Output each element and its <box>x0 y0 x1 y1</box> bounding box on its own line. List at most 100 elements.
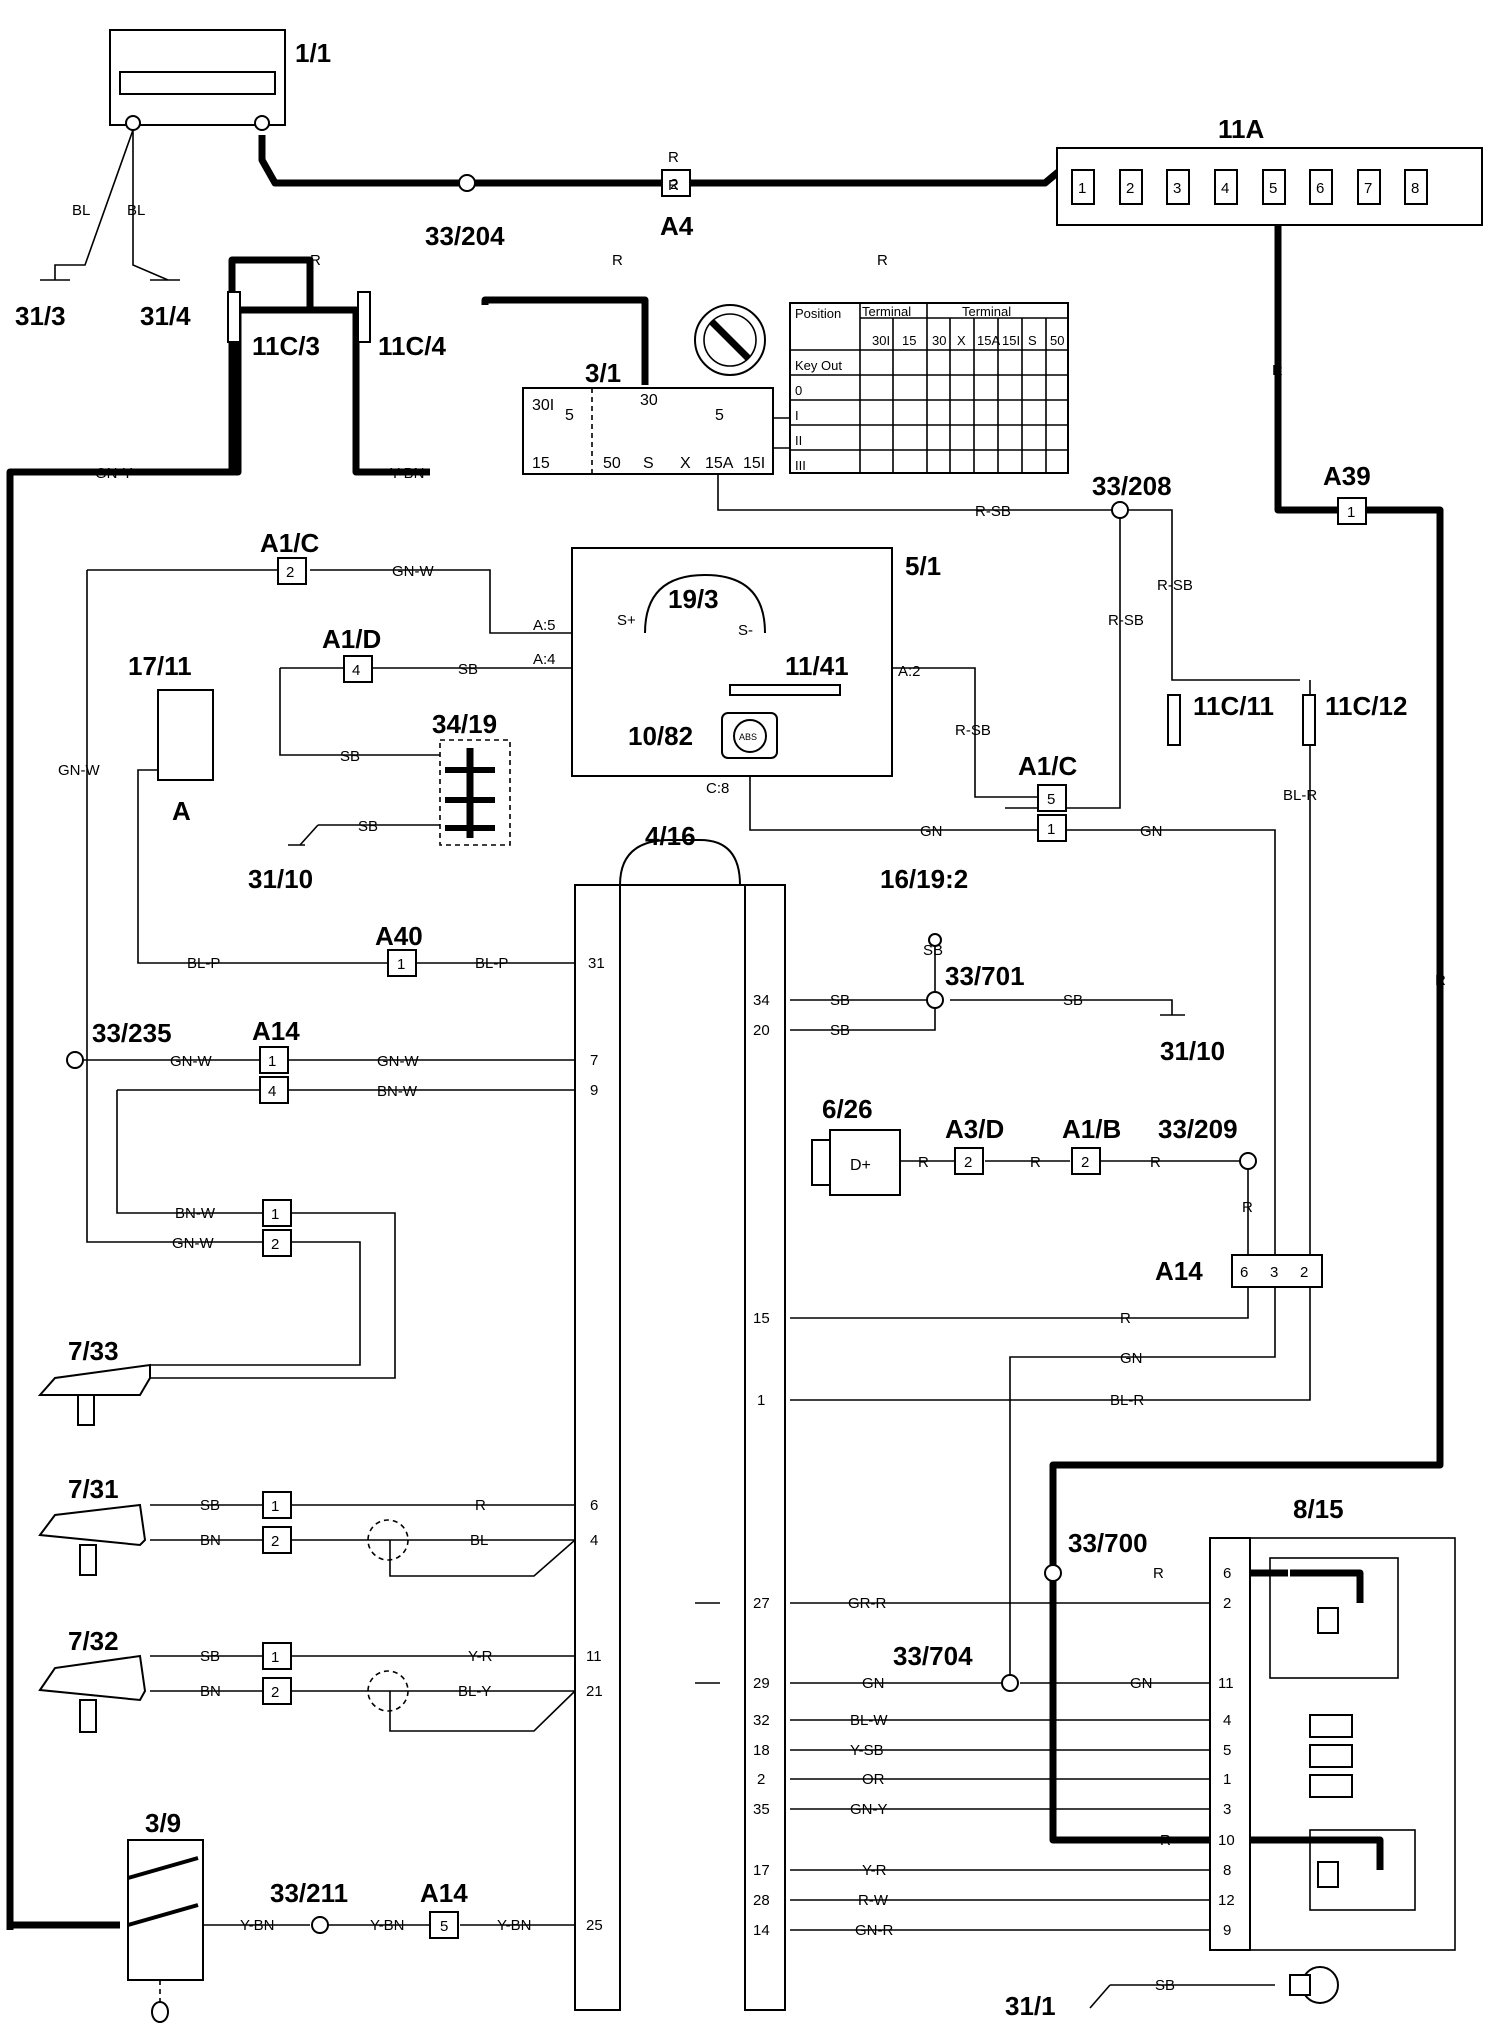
label-abs-lamp: 10/82 <box>628 721 693 751</box>
fuse-11c3-shape <box>227 291 241 343</box>
svg-text:SB: SB <box>340 748 360 765</box>
svg-text:34: 34 <box>753 992 770 1009</box>
svg-text:1: 1 <box>1047 821 1055 838</box>
pin-a3d: 2 <box>964 1154 972 1171</box>
svg-text:4: 4 <box>590 1532 598 1549</box>
svg-text:5: 5 <box>715 407 724 424</box>
svg-text:R-SB: R-SB <box>955 722 991 739</box>
ecu-pins-left: 31 7 9 6 4 11 21 25 <box>586 955 605 1934</box>
svg-text:GN-W: GN-W <box>172 1235 214 1252</box>
sensor-shapes <box>37 1363 409 1733</box>
svg-text:31: 31 <box>588 955 605 972</box>
pin-a40: 1 <box>397 956 405 973</box>
abs-text: ABS <box>739 732 757 742</box>
pin-a1b: 2 <box>1081 1154 1089 1171</box>
svg-text:5: 5 <box>565 407 574 424</box>
label-sensor-7-31: 7/31 <box>68 1474 119 1504</box>
svg-text:S: S <box>1028 333 1037 348</box>
svg-text:30I: 30I <box>532 397 554 414</box>
label-a1d: A1/D <box>322 624 381 654</box>
svg-text:1: 1 <box>271 1206 279 1223</box>
svg-text:SB: SB <box>923 942 943 959</box>
label-junction-33-704: 33/704 <box>893 1641 973 1671</box>
fuse-11c12-shape <box>1302 694 1316 746</box>
svg-text:R: R <box>612 252 623 269</box>
svg-text:28: 28 <box>753 1892 770 1909</box>
svg-text:GN-W: GN-W <box>392 563 434 580</box>
label-test-point: 16/19:2 <box>880 864 968 894</box>
svg-text:BL: BL <box>127 202 145 219</box>
label-junction-33-211: 33/211 <box>270 1878 348 1908</box>
svg-text:50: 50 <box>603 455 621 472</box>
svg-text:R: R <box>1272 362 1283 379</box>
svg-text:BN-W: BN-W <box>377 1083 418 1100</box>
svg-text:SB: SB <box>830 1022 850 1039</box>
svg-text:0: 0 <box>795 383 802 398</box>
pin-a1d: 4 <box>352 662 360 679</box>
alternator-shape <box>829 1129 901 1196</box>
label-resistor-11-41: 11/41 <box>785 651 849 681</box>
label-junction-33-235: 33/235 <box>92 1018 172 1048</box>
svg-text:5: 5 <box>1269 180 1277 197</box>
svg-text:9: 9 <box>590 1082 598 1099</box>
svg-text:X: X <box>680 455 691 472</box>
svg-text:S+: S+ <box>617 612 636 629</box>
svg-text:4: 4 <box>1223 1712 1231 1729</box>
svg-text:GN-Y: GN-Y <box>850 1801 888 1818</box>
wire-labels: R R R R R BL BL GN-Y Y-BN R-SB R-SB R-SB… <box>58 149 1446 1994</box>
svg-text:BL-P: BL-P <box>187 955 220 972</box>
label-junction-33-701: 33/701 <box>945 961 1025 991</box>
svg-text:R: R <box>1160 1832 1171 1849</box>
svg-text:BL-W: BL-W <box>850 1712 888 1729</box>
svg-text:18: 18 <box>753 1742 770 1759</box>
svg-text:15I: 15I <box>1002 333 1020 348</box>
svg-text:15A: 15A <box>977 333 1000 348</box>
label-comp-17-11: 17/11 <box>128 651 192 681</box>
label-ground-31-4: 31/4 <box>140 301 191 331</box>
svg-text:1: 1 <box>271 1649 279 1666</box>
svg-text:17: 17 <box>753 1862 770 1879</box>
battery-neg-term <box>125 115 141 131</box>
svg-text:SB: SB <box>1063 992 1083 1009</box>
svg-text:5: 5 <box>1223 1742 1231 1759</box>
svg-text:SB: SB <box>200 1648 220 1665</box>
svg-text:2: 2 <box>271 1533 279 1550</box>
label-fuse-11c3: 11C/3 <box>252 331 320 361</box>
label-conn-a40: A40 <box>375 921 423 951</box>
svg-text:BL-P: BL-P <box>475 955 508 972</box>
svg-text:R-W: R-W <box>858 1892 889 1909</box>
svg-text:14: 14 <box>753 1922 770 1939</box>
ecu-4-16 <box>574 839 786 2011</box>
fuse-11c11-shape <box>1167 694 1181 746</box>
svg-text:35: 35 <box>753 1801 770 1818</box>
svg-text:8: 8 <box>1411 180 1419 197</box>
svg-text:30I: 30I <box>872 333 890 348</box>
label-conn-a14-bottom: A14 <box>420 1878 468 1908</box>
svg-text:R-SB: R-SB <box>1157 577 1193 594</box>
svg-text:R: R <box>918 1154 929 1171</box>
label-conn-a39: A39 <box>1323 461 1371 491</box>
svg-text:Y-BN: Y-BN <box>497 1917 531 1934</box>
svg-text:4: 4 <box>268 1083 276 1100</box>
label-junction-33-700: 33/700 <box>1068 1528 1148 1558</box>
svg-text:R-SB: R-SB <box>975 503 1011 520</box>
label-a1c-top: A1/C <box>260 528 319 558</box>
svg-text:GN: GN <box>1140 823 1163 840</box>
svg-text:GN-R: GN-R <box>855 1922 893 1939</box>
svg-text:1: 1 <box>271 1498 279 1515</box>
svg-text:Y-BN: Y-BN <box>240 1917 274 1934</box>
thin-wires <box>40 129 1311 2009</box>
label-sensor-7-33: 7/33 <box>68 1336 119 1366</box>
svg-text:GN: GN <box>1130 1675 1153 1692</box>
label-fuse-11c12: 11C/12 <box>1325 691 1407 721</box>
svg-text:A:5: A:5 <box>533 617 556 634</box>
svg-text:C:8: C:8 <box>706 780 729 797</box>
svg-text:R: R <box>1242 1199 1253 1216</box>
svg-text:9: 9 <box>1223 1922 1231 1939</box>
svg-text:Position: Position <box>795 306 841 321</box>
label-ground-31-10a: 31/10 <box>248 864 313 894</box>
svg-text:29: 29 <box>753 1675 770 1692</box>
a14-right-pin-2: 3 <box>1270 1264 1278 1281</box>
svg-text:GN: GN <box>862 1675 885 1692</box>
label-a1c-mid: A1/C <box>1018 751 1077 781</box>
